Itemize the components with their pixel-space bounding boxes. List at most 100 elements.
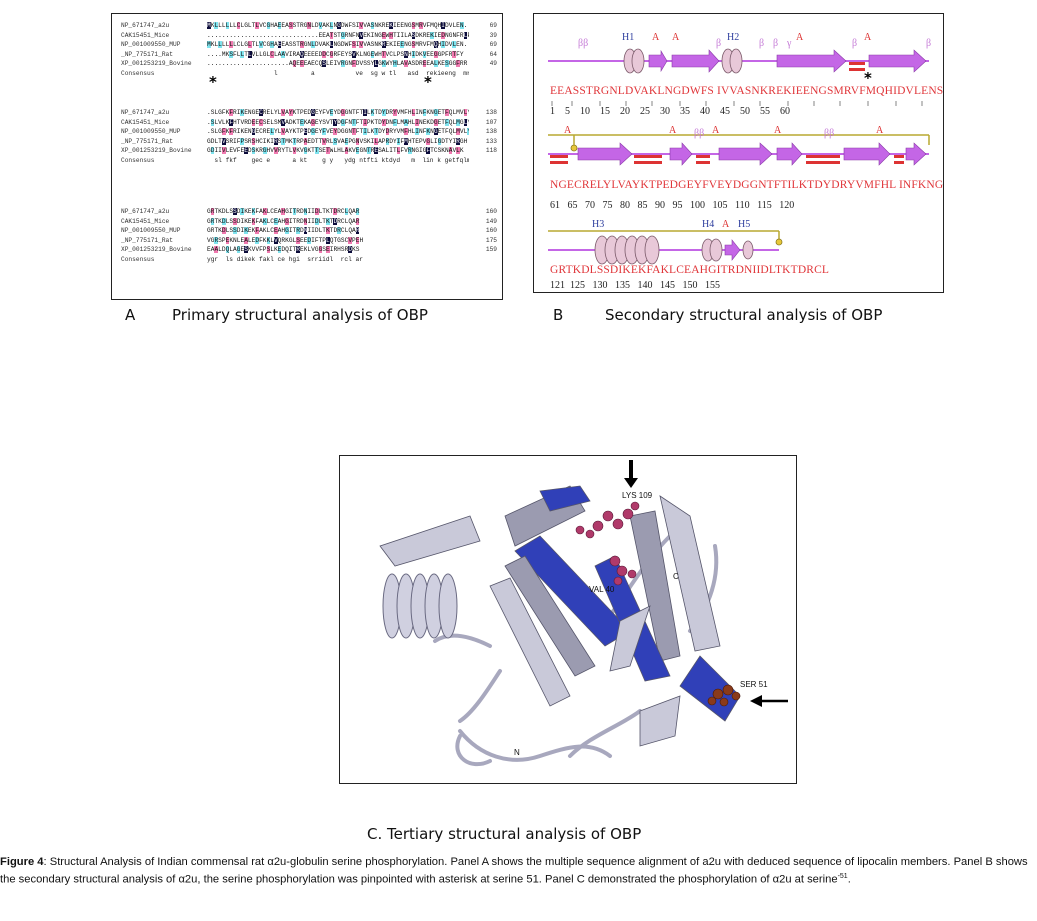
strand-c1 — [724, 239, 741, 261]
disulfide-start — [570, 144, 578, 152]
panel-b-letter: B — [553, 306, 564, 324]
alignment-row: _NP_775171_Rat GDLTVSRIFPSRSHCIKIRSTMKTRP… — [112, 137, 502, 146]
ss-label-r3-3: A — [722, 219, 730, 230]
alignment-seq-name: _NP_775171_Rat — [121, 137, 173, 145]
label-val-40: VAL 40 — [589, 585, 615, 594]
consensus-seq: sl fkf gec e a kt g y ydg ntfti ktdyd m … — [207, 157, 469, 164]
alignment-seq: ..............................EEATSTGRNF… — [207, 31, 469, 39]
alignment-row: NP_001009550_MUP.SLGFKFRIKENGECRELYLVAYK… — [112, 127, 502, 136]
alignment-seq-name: XP_001253219_Bovine — [121, 60, 192, 68]
alignment-seq-name: NP_001009550_MUP — [121, 227, 181, 235]
figure-title: : Structural Analysis of Indian commensa… — [43, 856, 445, 868]
ser-51-residue — [707, 684, 741, 707]
ss-label-r2-1: A — [564, 125, 572, 136]
figure-end: . — [847, 873, 851, 886]
ss-label-6: H2 — [727, 32, 740, 43]
ss-label-12: A — [864, 32, 872, 43]
figure-caption: Figure 4: Structural Analysis of Indian … — [0, 856, 1037, 887]
panel-c-tertiary-structure: LYS 109 VAL 40 SER 51 C N — [339, 455, 797, 784]
alignment-asterisk: * — [209, 73, 217, 91]
consensus-row: Consensus sl fkf gec e a kt g y ydg ntft… — [112, 156, 502, 165]
ss-label-r2-6: ββ — [824, 128, 835, 139]
sequence-row2: NGECRELYLVAYKTPEDGEYFVEYDGGNTFTILKTDYDRY… — [550, 179, 944, 191]
alignment-row: XP_001253219_Bovine.....................… — [112, 59, 502, 68]
alignment-seq-name: NP_671747_a2u — [121, 208, 170, 215]
alignment-seq-name: NP_671747_a2u — [121, 22, 170, 29]
strand-a4 — [868, 49, 927, 73]
label-ser-51: SER 51 — [740, 680, 768, 689]
strand-b1 — [577, 142, 633, 166]
strand-b5 — [843, 142, 891, 166]
helix-h5 — [742, 240, 754, 260]
alignment-seq: VGRSPEKNLEALEDFKKLVQRKGLSEEDIFTPLQTGSCVP… — [207, 236, 364, 244]
helix-h4 — [701, 238, 723, 262]
alignment-row: NP_671747_a2u.SLGFKFRIKENGECRELYLVAYKTPE… — [112, 108, 502, 117]
ticks-row3-labels: 121 125 130 135 140 145 150 155 — [550, 280, 720, 291]
alignment-row: XP_001253219_Bovine GDIIVLEVFEEDSKRGHVVRY… — [112, 146, 502, 155]
alignment-seq-name: CAK15451_Mice — [121, 217, 170, 225]
strand-b6 — [905, 142, 927, 166]
alignment-seq-position: 159 — [485, 246, 497, 254]
strand-a3 — [776, 49, 847, 73]
figure-body: . Panel A shows the multiple sequence al… — [0, 856, 1028, 886]
secondary-structure-diagram — [548, 48, 930, 265]
ss-label-4: A — [672, 32, 680, 43]
alignment-seq: .SLVLKFHTVRDEECSELSMVADKTEKAGEYSVTYDGFNT… — [207, 118, 469, 126]
val-40-residue — [609, 555, 637, 586]
lys-109-residue — [575, 501, 640, 539]
alignment-seq-position: 138 — [485, 128, 497, 136]
ss-label-8: β — [773, 38, 779, 49]
ss-label-1: ββ — [578, 38, 589, 49]
alignment-seq: MKLLLLLLCLGLTLVCGHAEEASSTRGNLDVAKLNGDWFS… — [207, 22, 468, 29]
ss-label-5: β — [716, 38, 722, 49]
ss-label-r2-7: A — [876, 125, 884, 136]
alignment-seq-position: 107 — [485, 118, 497, 126]
consensus-row: Consensus l a ve sg w tl asd rekieeng mr… — [112, 69, 502, 78]
consensus-seq: ygr ls dikek fakl ce hgi srriidl rcl ar — [207, 256, 363, 263]
ss-label-r2-4: A — [712, 125, 720, 136]
alignment-seq-position: 175 — [485, 236, 497, 244]
panel-b-caption: Secondary structural analysis of OBP — [605, 306, 883, 324]
alignment-seq: MKLLLLLLCLGLTLVCGHAEEASSTRGNLDVAKLNGDWFS… — [207, 41, 468, 49]
ss-label-13: β — [926, 38, 932, 49]
alignment-seq: GRTKDLSSDIKEKFAKLCEAHGITRDNIIDLTKTDRCLQA… — [207, 208, 360, 215]
protein-ribbon-model — [379, 460, 788, 767]
alignment-row: NP_671747_a2u MKLLLLLLCLGLTLVCGHAEEASSTRG… — [112, 21, 502, 30]
alignment-seq: ....MKSFLLTLVLLGLCLAAVIRAQEEEEDDCGRFEYSV… — [207, 50, 464, 58]
consensus-label: Consensus — [121, 70, 155, 77]
label-lys-109: LYS 109 — [622, 491, 653, 500]
ss-label-3: A — [652, 32, 660, 43]
strand-b4 — [776, 142, 803, 166]
ss-label-r3-2: H4 — [702, 219, 715, 230]
panel-a-caption: Primary structural analysis of OBP — [172, 306, 428, 324]
ss-label-11: β — [852, 38, 858, 49]
label-c-terminus: C — [673, 572, 679, 581]
alignment-seq: GDIIVLEVFEEDSKRGHVVRYTLVKVGKTTSETWLHLAKV… — [207, 147, 464, 155]
strand-b3 — [718, 142, 773, 166]
panel-b-secondary-structure: ββ H1 A A β H2 β β γ A β A β * EEASSTRGN… — [533, 13, 944, 293]
alignment-seq: GDLTVSRIFPSRSHCIKIRSTMKTRPAEDTTVRLSVAEPG… — [207, 137, 468, 145]
consensus-label: Consensus — [121, 157, 155, 164]
sequence-row3: GRTKDLSSDIKEKFAKLCEAHGITRDNIIDLTKTDRCL — [550, 264, 830, 276]
arrow-ser-51 — [750, 695, 788, 707]
alignment-seq-position: 69 — [489, 22, 497, 29]
arrow-lys-109 — [624, 460, 638, 488]
alignment-seq-position: 138 — [485, 109, 497, 116]
turn-red-1b — [849, 68, 865, 71]
ss-label-9: γ — [787, 38, 792, 49]
alignment-seq: ......................AQEEEAECQSLEIVRGNF… — [207, 60, 468, 68]
figure-label: Figure 4 — [0, 856, 44, 868]
alignment-row: CAK15451_Mice.SLVLKFHTVRDEECSELSMVADKTEK… — [112, 118, 502, 127]
helix-h1 — [623, 48, 645, 74]
alignment-row: CAK15451_Mice...........................… — [112, 31, 502, 40]
ss-label-2: H1 — [622, 32, 635, 43]
alignment-row: NP_671747_a2u GRTKDLSSDIKEKFAKLCEAHGITRDN… — [112, 207, 502, 216]
alignment-seq-name: XP_001253219_Bovine — [121, 147, 192, 155]
ss-label-r3-4: H5 — [738, 219, 751, 230]
alignment-seq-position: 133 — [485, 137, 497, 145]
